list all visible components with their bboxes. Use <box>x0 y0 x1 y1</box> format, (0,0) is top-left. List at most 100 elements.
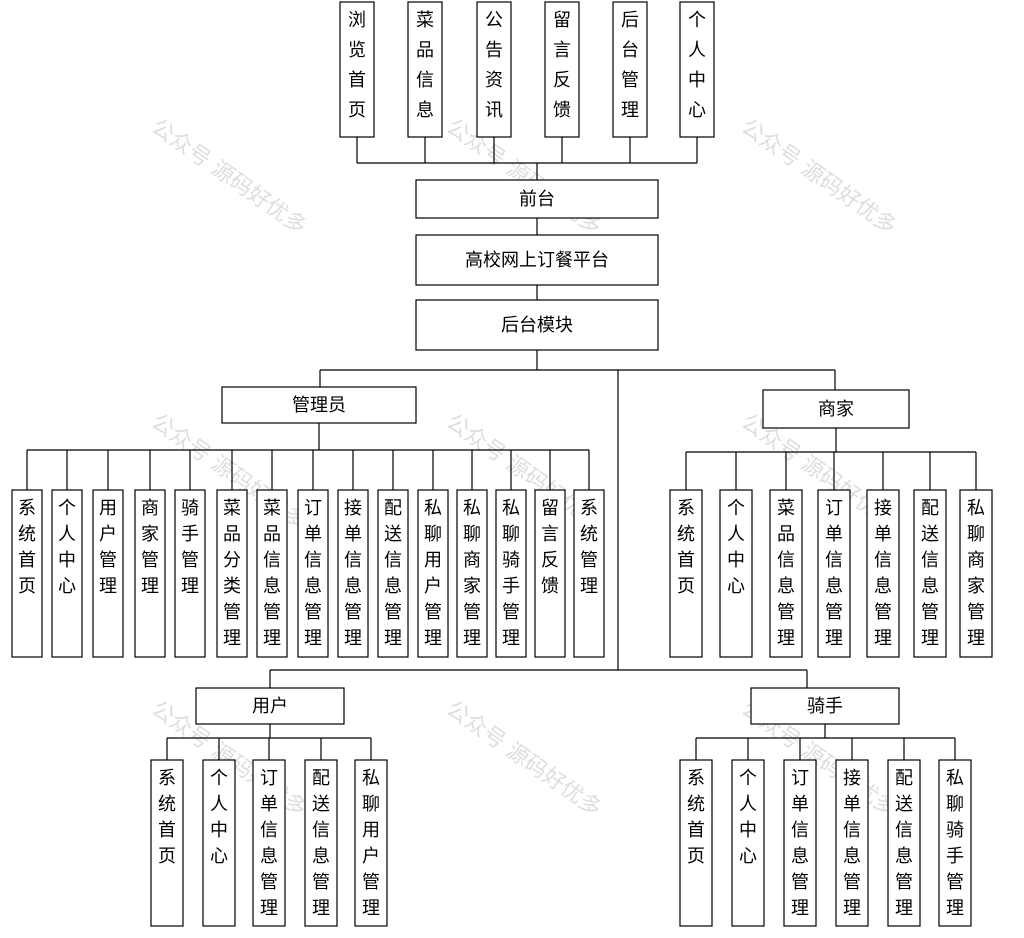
admin-item-13-frame <box>495 489 527 658</box>
admin-item-3: 用户管理 <box>92 489 124 658</box>
user-node: 用户 <box>195 687 345 725</box>
merchant-item-4: 订单信息管理 <box>817 489 851 658</box>
rider-item-4-frame <box>835 759 869 927</box>
merchant-item-2-label: 个人中心 <box>727 498 745 597</box>
front-module-3-frame <box>476 1 512 138</box>
admin-item-9-label: 接单信息管理 <box>344 498 362 649</box>
admin-item-8-frame <box>297 489 329 658</box>
user-item-1: 系统首页 <box>150 759 184 927</box>
merchant-node-label: 商家 <box>818 399 854 420</box>
admin-item-10-label: 配送信息管理 <box>384 498 402 649</box>
admin-item-7-frame <box>256 489 288 658</box>
front-module-1-frame <box>339 1 375 138</box>
admin-item-2-label: 个人中心 <box>58 498 76 597</box>
admin-item-2: 个人中心 <box>51 489 83 658</box>
rider-item-3-label: 订单信息管理 <box>791 768 809 919</box>
user-item-2-frame <box>202 759 236 927</box>
front-module-4-frame <box>544 1 580 138</box>
watermark-text: 公众号 源码好优多 <box>737 114 901 239</box>
merchant-item-3-frame <box>769 489 803 658</box>
admin-item-12-label: 私聊商家管理 <box>463 498 481 649</box>
rider-node-frame <box>750 687 900 725</box>
front-module-1-label: 浏览首页 <box>348 10 366 121</box>
front-module-2-frame <box>407 1 443 138</box>
user-item-4-label: 配送信息管理 <box>312 768 330 919</box>
platform-node: 高校网上订餐平台 <box>415 234 659 286</box>
user-node-frame <box>195 687 345 725</box>
admin-item-8: 订单信息管理 <box>297 489 329 658</box>
front-module-1: 浏览首页 <box>339 1 375 138</box>
merchant-item-2: 个人中心 <box>719 489 753 658</box>
front-module-4-label: 留言反馈 <box>553 10 571 121</box>
merchant-item-6-frame <box>913 489 947 658</box>
user-item-1-label: 系统首页 <box>158 768 176 867</box>
backend-node-frame <box>415 299 659 351</box>
rider-item-1: 系统首页 <box>679 759 713 927</box>
admin-item-4-frame <box>134 489 166 658</box>
admin-item-4: 商家管理 <box>134 489 166 658</box>
user-item-3-frame <box>252 759 286 927</box>
admin-item-14-label: 留言反馈 <box>541 498 559 597</box>
rider-item-6-label: 私聊骑手管理 <box>946 768 964 919</box>
user-item-4-frame <box>304 759 338 927</box>
rider-item-2-frame <box>731 759 765 927</box>
user-item-5-frame <box>354 759 388 927</box>
front-module-3: 公告资讯 <box>476 1 512 138</box>
front-module-2-label: 菜品信息 <box>416 10 434 121</box>
merchant-item-5-label: 接单信息管理 <box>874 498 892 649</box>
admin-item-14: 留言反馈 <box>534 489 566 658</box>
rider-item-4: 接单信息管理 <box>835 759 869 927</box>
merchant-item-6: 配送信息管理 <box>913 489 947 658</box>
rider-item-5-label: 配送信息管理 <box>895 768 913 919</box>
admin-item-11: 私聊用户管理 <box>417 489 449 658</box>
merchant-item-6-label: 配送信息管理 <box>921 498 939 649</box>
front-module-3-label: 公告资讯 <box>485 10 503 121</box>
rider-item-3: 订单信息管理 <box>783 759 817 927</box>
admin-item-2-frame <box>51 489 83 658</box>
rider-item-4-label: 接单信息管理 <box>843 768 861 919</box>
merchant-item-7-frame <box>959 489 993 658</box>
admin-item-8-label: 订单信息管理 <box>304 498 322 649</box>
front-node: 前台 <box>415 179 659 219</box>
user-item-4: 配送信息管理 <box>304 759 338 927</box>
admin-item-14-frame <box>534 489 566 658</box>
backend-node: 后台模块 <box>415 299 659 351</box>
admin-item-5: 骑手管理 <box>174 489 206 658</box>
admin-item-1-frame <box>11 489 43 658</box>
merchant-item-7-label: 私聊商家管理 <box>967 498 985 649</box>
connector-lines <box>26 137 977 760</box>
front-module-5-label: 后台管理 <box>621 10 639 121</box>
admin-item-9: 接单信息管理 <box>337 489 369 658</box>
backend-node-label: 后台模块 <box>501 315 573 336</box>
rider-item-6: 私聊骑手管理 <box>938 759 972 927</box>
merchant-item-1-label: 系统首页 <box>677 498 695 597</box>
front-module-6: 个人中心 <box>679 1 715 138</box>
user-item-3: 订单信息管理 <box>252 759 286 927</box>
merchant-item-5-frame <box>866 489 900 658</box>
user-item-2-label: 个人中心 <box>210 768 228 867</box>
front-module-6-label: 个人中心 <box>688 10 706 121</box>
merchant-node-frame <box>762 389 910 429</box>
watermark-text: 公众号 源码好优多 <box>147 114 311 239</box>
rider-item-1-frame <box>679 759 713 927</box>
user-item-2: 个人中心 <box>202 759 236 927</box>
admin-item-3-frame <box>92 489 124 658</box>
admin-item-15-label: 系统管理 <box>580 498 598 597</box>
admin-item-7: 菜品信息管理 <box>256 489 288 658</box>
merchant-item-2-frame <box>719 489 753 658</box>
admin-item-6-frame <box>216 489 248 658</box>
user-item-5: 私聊用户管理 <box>354 759 388 927</box>
rider-item-2: 个人中心 <box>731 759 765 927</box>
merchant-item-4-frame <box>817 489 851 658</box>
admin-item-15-frame <box>573 489 605 658</box>
watermark-text: 公众号 源码好优多 <box>442 696 606 821</box>
admin-item-5-label: 骑手管理 <box>181 498 199 597</box>
front-module-6-frame <box>679 1 715 138</box>
rider-item-1-label: 系统首页 <box>687 768 705 867</box>
admin-item-13-label: 私聊骑手管理 <box>502 498 520 649</box>
merchant-item-1: 系统首页 <box>669 489 703 658</box>
admin-node: 管理员 <box>221 386 417 424</box>
admin-node-frame <box>221 386 417 424</box>
admin-item-1: 系统首页 <box>11 489 43 658</box>
